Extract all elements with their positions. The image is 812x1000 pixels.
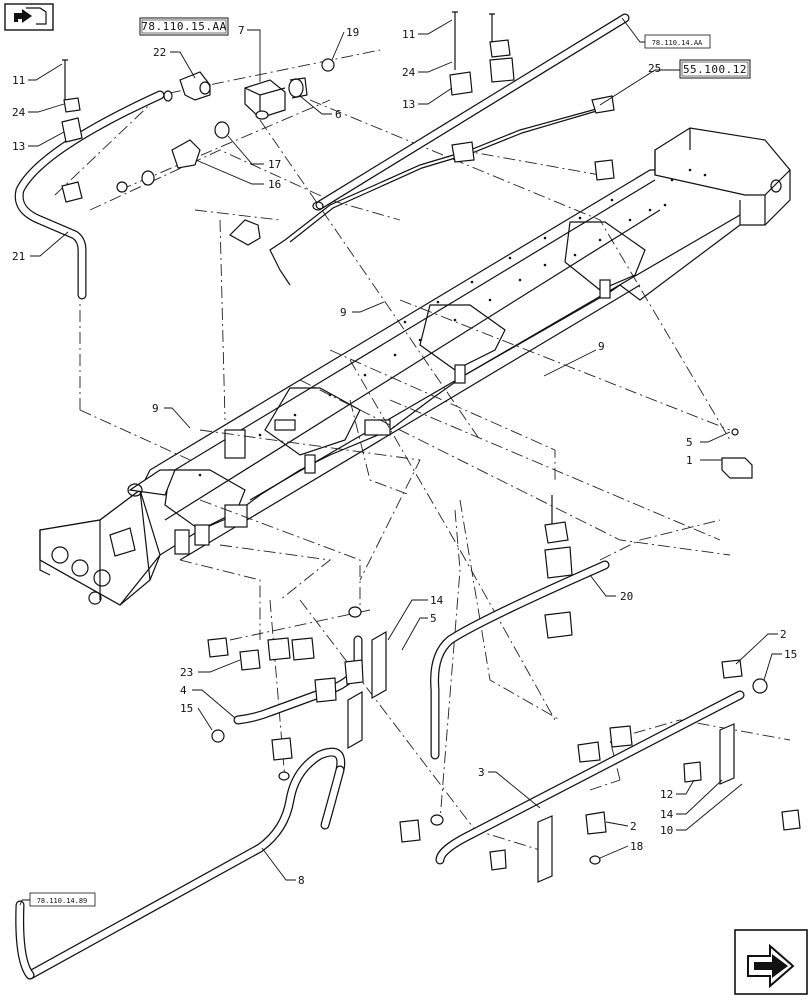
- callout-25: 25: [648, 62, 661, 75]
- reference-label: 78.110.14.89: [37, 897, 88, 905]
- reference-box-top-right[interactable]: 78.110.14.AA: [644, 34, 711, 49]
- fitting-19: [321, 58, 335, 72]
- valve-7: [244, 79, 286, 120]
- reference-label: 78.110.15.AA: [141, 20, 226, 33]
- callout-24-right: 24: [402, 66, 416, 79]
- callout-10: 10: [660, 824, 673, 837]
- callout-15-right: 15: [784, 648, 797, 661]
- lower-right-clips: [399, 659, 801, 883]
- boom-assembly: [39, 127, 791, 606]
- callout-20: 20: [620, 590, 633, 603]
- reference-label: 55.100.12: [683, 63, 747, 76]
- callout-11-right: 11: [402, 28, 415, 41]
- fitting-22: [163, 71, 211, 102]
- next-page-arrow-icon[interactable]: [734, 929, 808, 995]
- callout-19: 19: [346, 26, 359, 39]
- callout-7: 7: [238, 24, 245, 37]
- book-return-icon[interactable]: [4, 3, 54, 31]
- callout-22: 22: [153, 46, 166, 59]
- hose-bottom-left: [15, 900, 35, 980]
- clamp-set-left: [61, 59, 83, 203]
- reference-leaders: [19, 17, 680, 906]
- callout-14-left: 14: [430, 594, 444, 607]
- clamp-set-right: [449, 11, 615, 181]
- callout-11-left: 11: [12, 74, 25, 87]
- callout-15-left: 15: [180, 702, 193, 715]
- tube-3: [435, 690, 745, 865]
- hose-8: [25, 747, 346, 980]
- callout-2-lower: 2: [630, 820, 637, 833]
- callout-6: 6: [335, 108, 342, 121]
- callout-18: 18: [630, 840, 643, 853]
- clamp-set-middle: [544, 495, 573, 639]
- callout-9-right: 9: [598, 340, 605, 353]
- tube-20: [430, 560, 610, 760]
- callout-5-top: 5: [686, 436, 693, 449]
- callout-13-left: 13: [12, 140, 25, 153]
- reference-label: 78.110.14.AA: [652, 39, 703, 47]
- callout-24-left: 24: [12, 106, 26, 119]
- callout-23: 23: [180, 666, 193, 679]
- reference-box-right[interactable]: 55.100.12: [679, 59, 751, 79]
- callout-13-right: 13: [402, 98, 415, 111]
- fitting-6: [288, 77, 308, 99]
- callout-3: 3: [478, 766, 485, 779]
- callout-1: 1: [686, 454, 693, 467]
- callout-17: 17: [268, 158, 281, 171]
- callout-12: 12: [660, 788, 673, 801]
- lower-left-clips: [207, 606, 387, 781]
- tube-21: [14, 90, 165, 300]
- callout-4: 4: [180, 684, 187, 697]
- assembly-lines: [54, 49, 791, 851]
- callout-16: 16: [268, 178, 281, 191]
- callouts: 7 19 22 11 24 13 6 17 16 21 11 24: [12, 19, 797, 887]
- fitting-17: [214, 121, 230, 139]
- fitting-16: [116, 139, 201, 193]
- callout-21: 21: [12, 250, 25, 263]
- callout-5-left: 5: [430, 612, 437, 625]
- electrical-cable-25: [229, 95, 615, 286]
- callout-14-right: 14: [660, 808, 674, 821]
- reference-box-bottom-left[interactable]: 78.110.14.89: [29, 892, 96, 907]
- reference-box-top-left[interactable]: 78.110.15.AA: [139, 17, 229, 36]
- bracket-1: [721, 428, 753, 479]
- tube-long-top: [312, 13, 630, 211]
- callout-8: 8: [298, 874, 305, 887]
- callout-9-left: 9: [152, 402, 159, 415]
- callout-9-top: 9: [340, 306, 347, 319]
- callout-2-top: 2: [780, 628, 787, 641]
